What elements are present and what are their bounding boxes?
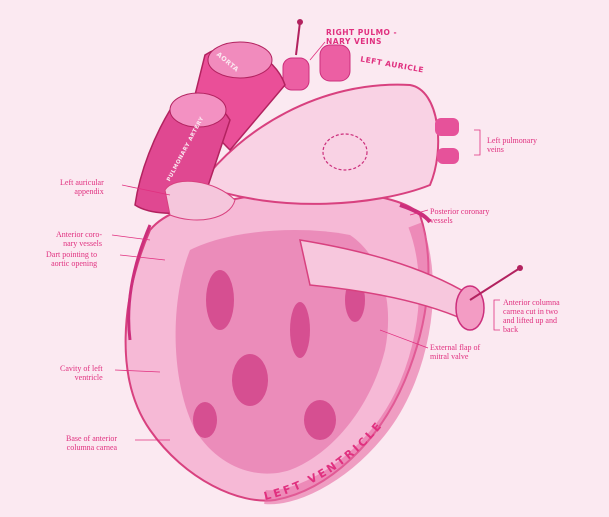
label-left-ventricle: LEFT VENTRICLE: [263, 418, 386, 503]
svg-text:LEFT VENTRICLE: LEFT VENTRICLE: [263, 418, 386, 503]
